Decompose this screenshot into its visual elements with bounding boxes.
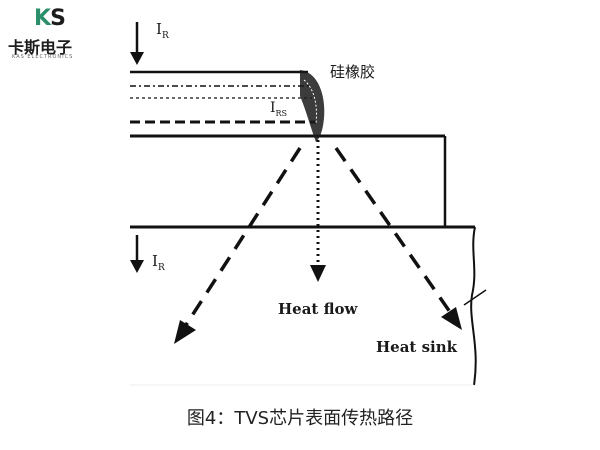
label-irs: IRS <box>270 100 287 118</box>
brand-logo: KS 卡斯电子 KAS ELECTRONICS <box>8 6 100 66</box>
tvs-heat-path-diagram: IR 硅橡胶 IRS IR Heat flow Heat sink <box>130 20 487 386</box>
heat-flow-arrows <box>174 140 462 344</box>
logo-s: S <box>50 6 66 31</box>
logo-brand-cn: 卡斯电子 <box>8 38 73 57</box>
ir-left-arrow <box>130 235 144 273</box>
label-heat-flow: Heat flow <box>278 300 358 318</box>
figure-caption: 图4：TVS芯片表面传热路径 <box>186 408 414 429</box>
silicone-rubber <box>300 70 325 142</box>
heat-sink-pointer <box>463 289 487 306</box>
logo-k: K <box>34 6 51 31</box>
label-heat-sink: Heat sink <box>376 338 458 356</box>
logo-brand-en: KAS ELECTRONICS <box>12 54 74 60</box>
label-silicone-rubber: 硅橡胶 <box>330 63 375 81</box>
label-ir-left: IR <box>152 252 165 273</box>
ir-top-arrow <box>130 22 144 65</box>
label-ir-top: IR <box>156 20 169 41</box>
lead-layers <box>130 70 445 138</box>
logo-monogram: KS <box>34 6 66 31</box>
base-plate <box>130 225 477 386</box>
